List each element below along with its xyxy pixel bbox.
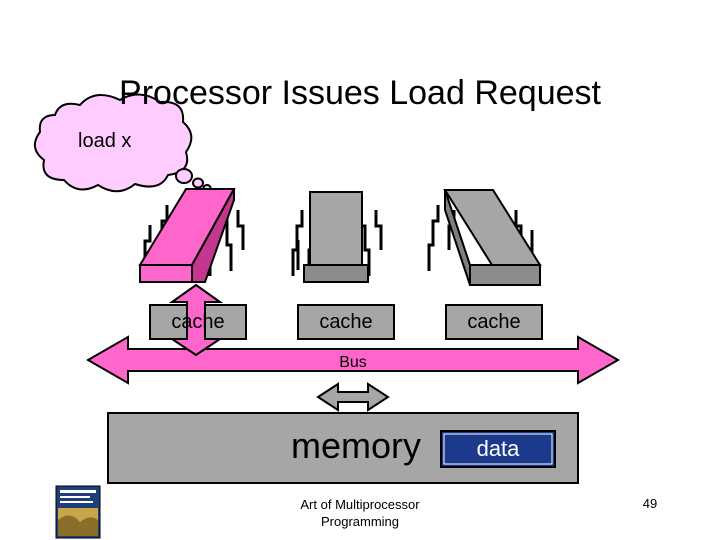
bus-memory-arrow <box>316 382 390 412</box>
bus-label: Bus <box>339 354 367 371</box>
thought-text: load x <box>78 130 132 152</box>
cache-label-1: cache <box>171 311 225 333</box>
processor-chip-2 <box>291 191 383 283</box>
cache-box-2 <box>297 304 395 340</box>
thought-bubble-medium <box>192 177 204 189</box>
cache-label-2: cache <box>319 311 373 333</box>
footer-line-1: Art of Multiprocessor <box>300 497 420 512</box>
book-cover-thumbnail <box>55 485 101 539</box>
data-label: data <box>476 436 520 461</box>
bus-arrow <box>85 335 621 385</box>
cache-label-3: cache <box>467 311 521 333</box>
slide-footer: Art of Multiprocessor Programming <box>260 496 460 530</box>
data-cell <box>440 430 556 468</box>
thought-bubble-large <box>175 168 193 184</box>
data-cell-inner-border <box>443 433 553 465</box>
processor-chip-1 <box>138 188 245 283</box>
footer-line-2: Programming <box>320 514 400 529</box>
cache-box-3 <box>445 304 543 340</box>
processor-bus-arrow <box>168 283 224 357</box>
thought-cloud <box>33 93 212 193</box>
memory-label: memory <box>290 425 421 466</box>
processor-chip-3 <box>427 189 542 286</box>
page-number: 49 <box>642 496 658 511</box>
slide-title: Processor Issues Load Request <box>119 74 601 112</box>
